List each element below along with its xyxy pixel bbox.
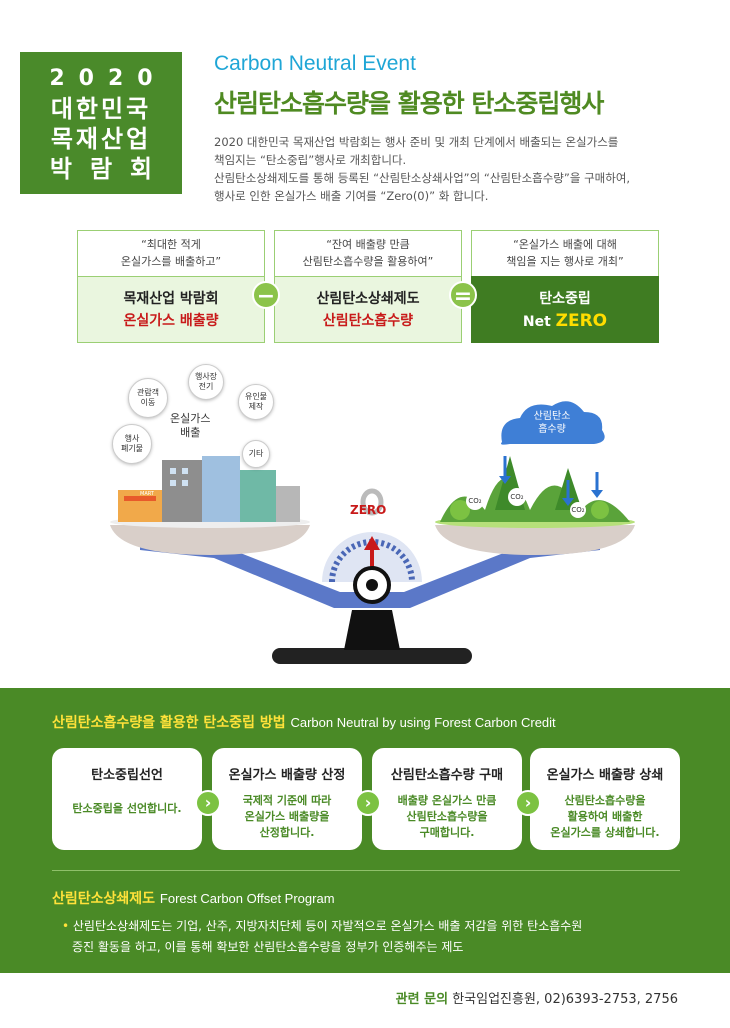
zero-digit: 0 xyxy=(365,491,366,492)
section-divider xyxy=(52,870,680,871)
step-card-declare: 탄소중립선언 탄소중립을 선언합니다. xyxy=(52,748,202,850)
badge-line-expo: 박람회 xyxy=(49,155,171,183)
chevron-right-icon: › xyxy=(515,790,541,816)
step-title: 온실가스 배출량 산정 xyxy=(228,768,346,783)
badge-line-korea: 대한민국 xyxy=(50,95,152,123)
step-title: 온실가스 배출량 상쇄 xyxy=(546,768,664,783)
bullet-icon: • xyxy=(62,919,70,933)
event-badge: 2020 대한민국 목재산업 박람회 xyxy=(20,52,182,194)
zero-label: ZERO xyxy=(350,503,387,517)
mart-sign: MART xyxy=(140,491,154,497)
equals-icon: = xyxy=(449,281,477,309)
intro-line: 산림탄소상쇄제도를 통해 등록된 “산림탄소상쇄사업”의 “산림탄소흡수량”을 … xyxy=(214,171,631,185)
intro-line: 책임지는 “탄소중립”행사로 개최합니다. xyxy=(214,153,407,167)
contact-info: 관련 문의 한국임업진흥원, 02)6393-2753, 2756 xyxy=(395,992,678,1007)
bubble-other: 기타 xyxy=(242,440,270,468)
co2-label: CO₂ xyxy=(466,492,484,510)
step-desc: 탄소중립을 선언합니다. xyxy=(72,802,182,815)
minus-icon: − xyxy=(252,281,280,309)
intro-paragraph: 2020 대한민국 목재산업 박람회는 행사 준비 및 개최 단계에서 배출되는… xyxy=(214,133,714,205)
event-subtitle: Carbon Neutral Event xyxy=(214,52,416,75)
chevron-right-icon: › xyxy=(195,790,221,816)
chevron-right-icon: › xyxy=(355,790,381,816)
badge-line-wood-industry: 목재산업 xyxy=(50,125,152,153)
intro-line: 행사로 인한 온실가스 배출 기여를 “Zero(0)” 화 합니다. xyxy=(214,189,489,203)
step-title: 탄소중립선언 xyxy=(91,768,163,783)
co2-label: CO₂ xyxy=(570,502,586,518)
program-description: • 산림탄소상쇄제도는 기업, 산주, 지방자치단체 등이 자발적으로 온실가스… xyxy=(62,919,583,954)
badge-year: 2020 xyxy=(49,66,167,91)
program-heading: 산림탄소상쇄제도 Forest Carbon Offset Program xyxy=(52,891,335,907)
page-title: 산림탄소흡수량을 활용한 탄소중립행사 xyxy=(214,89,604,118)
balance-scale-graphic xyxy=(110,401,635,664)
co2-label: CO₂ xyxy=(508,488,526,506)
intro-line: 2020 대한민국 목재산업 박람회는 행사 준비 및 개최 단계에서 배출되는… xyxy=(214,135,619,149)
step-title: 산림탄소흡수량 구매 xyxy=(390,768,504,783)
method-heading: 산림탄소흡수량을 활용한 탄소중립 방법 Carbon Neutral by u… xyxy=(52,715,556,731)
